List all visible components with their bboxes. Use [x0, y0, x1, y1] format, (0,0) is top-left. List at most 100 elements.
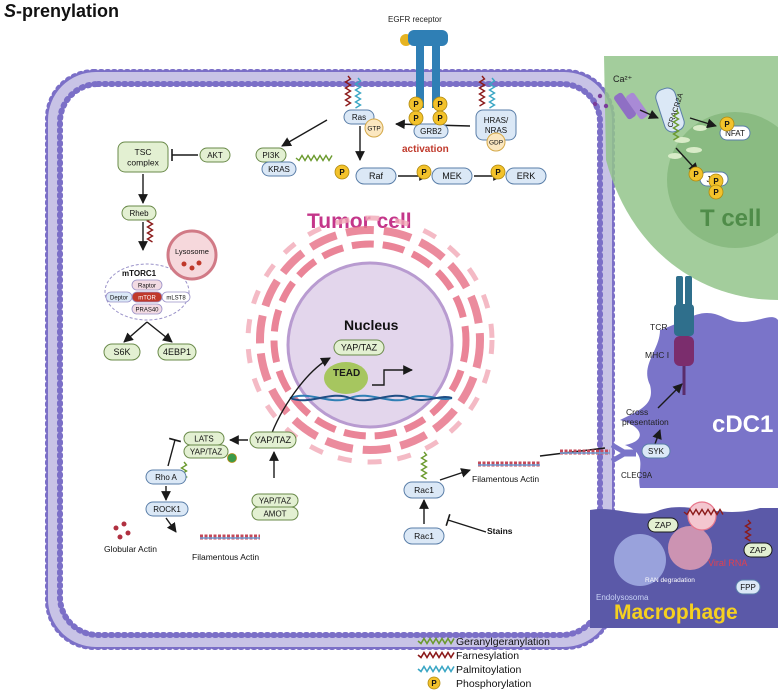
phosphorylation-icon: P [432, 96, 448, 112]
phosphorylation-icon: P [408, 96, 424, 112]
mlst8-label: mLST8 [166, 295, 186, 301]
lysosome-label: Lysosome [175, 247, 209, 256]
tead-label: TEAD [333, 368, 360, 379]
lysosome [166, 229, 218, 281]
egfr-stalk-left [416, 46, 424, 108]
yap-lats-node: YAP/TAZ [183, 444, 229, 459]
mtorc1-label: mTORC1 [122, 269, 157, 278]
lats-node: LATS [183, 431, 225, 446]
phospho-p-label: P [713, 188, 719, 197]
calcium-ion [597, 93, 603, 99]
activation-label: activation [402, 144, 449, 155]
mtor-subunit: mTOR [131, 291, 163, 303]
endolysosome [614, 534, 666, 586]
yap-cytoplasm-node: YAP/TAZ [249, 431, 297, 449]
egfr-receptor: EGFR receptor [388, 15, 448, 108]
geranylgeranyl-anchor [420, 451, 428, 480]
erk-node-label: ERK [517, 171, 536, 181]
inhibition-bar [168, 437, 182, 443]
activation-arrow [123, 321, 148, 343]
t-cell-label: T cell [700, 205, 761, 232]
gtp-badge: GTP [364, 118, 384, 138]
rhoa-node: Rho A [145, 469, 187, 485]
rock1-node: ROCK1 [145, 501, 189, 517]
phospho-p-label: P [437, 100, 443, 109]
tcr-domain [674, 304, 694, 336]
ras-node: Ras [343, 109, 375, 125]
cross-presentation-label-1: Cross [626, 407, 648, 417]
legend-item: Farnesylation [417, 650, 519, 662]
phospho-p-label: P [421, 168, 427, 177]
grb2-node-label: GRB2 [420, 127, 442, 136]
grb2-node: GRB2 [413, 123, 449, 139]
farnesyl-anchor [744, 519, 752, 542]
arrow-syk-to-cross [652, 429, 662, 445]
phospho-p-label: P [495, 168, 501, 177]
fpp-node-label: FPP [740, 583, 756, 592]
activation-arrow [539, 447, 606, 457]
deptor-label: Deptor [110, 295, 128, 301]
legend-swatch [417, 664, 455, 674]
hras-nras-node-label-2: NRAS [485, 126, 507, 135]
legend-item: Palmitoylation [417, 664, 522, 676]
phospho-p-label: P [437, 114, 443, 123]
mek-node: MEK [431, 167, 473, 185]
kras-node: KRAS [261, 161, 297, 177]
raf-node-label: Raf [369, 171, 384, 181]
legend-phospho-icon [427, 676, 441, 690]
rac1-top-node: Rac1 [403, 481, 445, 499]
gtp-badge-label: GTP [367, 126, 380, 133]
tsc-complex-node-label-1: TSC [135, 147, 152, 157]
nucleus-label: Nucleus [344, 317, 399, 333]
phospho-p-label: P [693, 170, 699, 179]
actin-monomer [121, 521, 127, 527]
pras40-subunit: PRAS40 [131, 303, 163, 315]
arrow-yap-to-nucleus [269, 357, 331, 439]
akt-node: AKT [199, 147, 231, 163]
macrophage-cell: Macrophage Endolysosoma Viral RNA RAN de… [590, 501, 778, 628]
palmitoyl-anchor [354, 77, 362, 109]
endolysosome-label: Endolysosoma [596, 593, 649, 602]
tead-complex [324, 362, 368, 394]
activation-arrow [146, 321, 173, 343]
amot-node: AMOT [251, 506, 299, 521]
zap-right-node-label: ZAP [750, 545, 767, 555]
yap-cytoplasm-node-label: YAP/TAZ [255, 435, 292, 445]
phosphorylation-icon: P [719, 116, 735, 132]
legend: GeranylgeranylationFarnesylationPalmitoy… [417, 636, 550, 690]
arrow-cross-presentation [657, 383, 683, 409]
cracr2a-node [655, 87, 685, 133]
clec9a-label: CLEC9A [621, 471, 653, 480]
lysosome-granule [181, 261, 187, 267]
rhoa-node-label: Rho A [155, 473, 177, 482]
yap-nucleus-node: YAP/TAZ [333, 339, 385, 356]
cdc1-label: cDC1 [712, 411, 773, 438]
raptor-subunit: Raptor [131, 279, 163, 291]
mlst8-subunit: mLST8 [161, 291, 191, 303]
legend-swatch [417, 650, 455, 660]
inhibition-arrow [167, 439, 176, 467]
activation-arrow [439, 468, 471, 481]
actin-monomer [113, 525, 119, 531]
legend-phospho-p: P [431, 679, 437, 688]
legend-label: Farnesylation [456, 650, 519, 662]
membrane-lipids [48, 72, 612, 647]
phospho-p-label: P [413, 114, 419, 123]
syk-node: SYK [641, 443, 671, 459]
arrow-to-nfat [689, 117, 717, 129]
phosphorylation-icon: P [708, 173, 724, 189]
yap-lats-node-label: YAP/TAZ [190, 447, 222, 456]
rheb-node: Rheb [121, 205, 157, 221]
legend-swatch [417, 636, 455, 646]
globular-actin-label: Globular Actin [104, 544, 157, 554]
farnesyl-anchor [344, 75, 352, 107]
rheb-node-label: Rheb [129, 209, 149, 218]
calcium-ion [603, 103, 609, 109]
tsc-complex-node-label-2: complex [127, 158, 159, 168]
yap-nucleus-node-label: YAP/TAZ [341, 343, 378, 353]
syk-node-label: SYK [648, 447, 665, 456]
phosphorylation-icon [227, 453, 237, 463]
hras-nras-node-label-1: HRAS/ [484, 116, 509, 125]
egfr-stalk-right [432, 46, 440, 108]
